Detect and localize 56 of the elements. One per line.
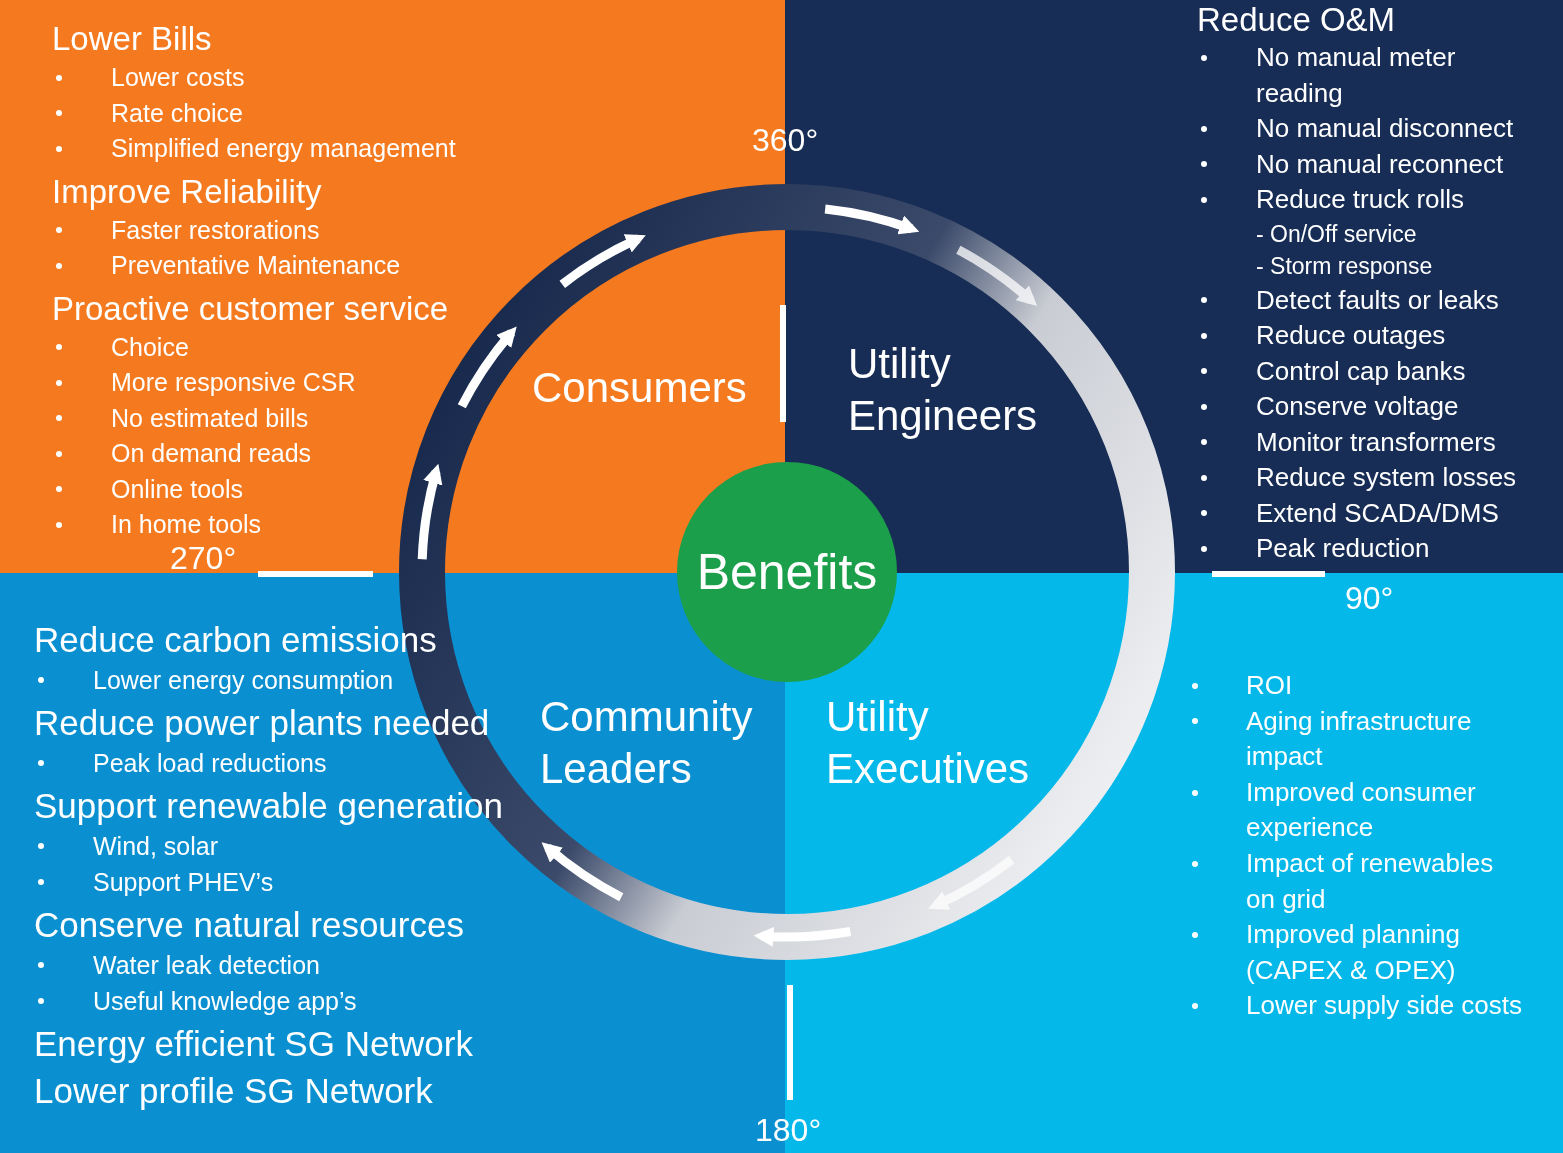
list-item: Simplified energy management — [111, 133, 456, 164]
stakeholder-label: Utility Engineers — [848, 339, 1039, 441]
list-item: Reduce truck rolls — [1256, 183, 1465, 216]
benefit-heading: Lower profile SG Network — [34, 1070, 433, 1112]
benefit-heading: Reduce power plants needed — [34, 702, 490, 744]
list-item: Extend SCADA/DMS — [1256, 496, 1499, 530]
list-item: More responsive CSR — [111, 367, 356, 398]
list-item: No manual reconnect — [1256, 147, 1504, 181]
list-item: Rate choice — [111, 97, 244, 129]
list-item: Conserve voltage — [1256, 390, 1459, 423]
list-item: Monitor transformers — [1256, 425, 1496, 459]
degree-label: 360° — [752, 122, 819, 158]
list-item: Wind, solar — [93, 831, 219, 862]
degree-label: 90° — [1345, 580, 1394, 616]
list-item: Peak load reductions — [93, 748, 327, 779]
list-item: Detect faults or leaks — [1256, 283, 1499, 317]
benefit-heading: Energy efficient SG Network — [34, 1023, 473, 1065]
list-item: Peak reduction — [1256, 532, 1430, 565]
benefit-heading: Proactive customer service — [52, 288, 449, 329]
list-item: No manual meter reading — [1256, 41, 1457, 110]
list-item: In home tools — [111, 509, 262, 540]
benefit-heading: Reduce carbon emissions — [34, 619, 437, 661]
list-item: Lower supply side costs — [1246, 989, 1523, 1023]
list-item: Reduce outages — [1256, 319, 1446, 352]
stakeholder-label: Utility Executives — [826, 692, 1031, 794]
benefit-heading: Improve Reliability — [52, 171, 322, 212]
list-item: Lower energy consumption — [93, 665, 394, 696]
list-item: Support PHEV’s — [93, 867, 274, 898]
sub-item: - On/Off service — [1256, 219, 1417, 249]
list-item: Online tools — [111, 473, 244, 505]
list-item: Choice — [111, 331, 189, 363]
degree-label: 180° — [755, 1112, 822, 1148]
benefit-heading: Conserve natural resources — [34, 904, 464, 946]
list-item: No estimated bills — [111, 402, 309, 434]
stakeholder-label: Consumers — [532, 363, 747, 413]
list-item: Water leak detection — [93, 950, 320, 981]
degree-label: 270° — [170, 540, 237, 576]
list-item: Control cap banks — [1256, 354, 1466, 388]
sub-item: - Storm response — [1256, 252, 1433, 281]
benefit-heading: Support renewable generation — [34, 785, 503, 827]
benefit-heading: Lower Bills — [52, 19, 212, 59]
list-item: Reduce system losses — [1256, 461, 1517, 494]
list-item: ROI — [1246, 669, 1293, 702]
list-item: Lower costs — [111, 62, 245, 93]
list-item: Preventative Maintenance — [111, 250, 401, 281]
list-item: Useful knowledge app’s — [93, 986, 357, 1017]
list-item: Impact of renewables on grid — [1246, 846, 1495, 916]
list-item: Faster restorations — [111, 214, 320, 246]
benefit-heading: Reduce O&M — [1197, 0, 1396, 40]
list-item: Aging infrastructure impact — [1246, 704, 1473, 774]
list-item: On demand reads — [111, 438, 312, 469]
list-item: Improved consumer experience — [1246, 775, 1477, 845]
stakeholder-label: Community Leaders — [540, 692, 754, 794]
list-item: No manual disconnect — [1256, 112, 1514, 145]
center-label: Benefits — [696, 543, 878, 601]
list-item: Improved planning (CAPEX & OPEX) — [1246, 918, 1461, 987]
